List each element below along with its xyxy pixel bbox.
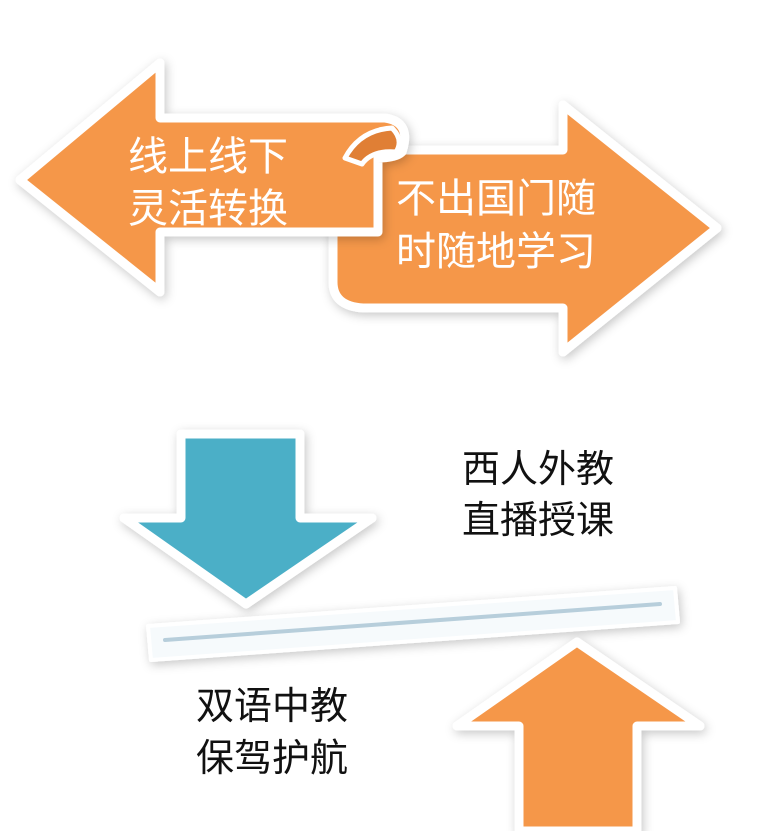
bottom-left-text-line2: 保驾护航 bbox=[196, 736, 348, 780]
left-arrow-text-line1: 线上线下 bbox=[128, 134, 288, 180]
divider-bar bbox=[146, 586, 680, 662]
arrow-up-icon bbox=[452, 637, 705, 831]
top-right-text-line1: 西人外教 bbox=[462, 447, 614, 491]
top-right-text-line2: 直播授课 bbox=[462, 498, 614, 542]
bottom-left-text-line1: 双语中教 bbox=[196, 684, 348, 728]
arrow-left-icon bbox=[15, 58, 410, 297]
right-arrow-text-line2: 时随地学习 bbox=[396, 229, 596, 275]
right-arrow-text-line1: 不出国门随 bbox=[396, 176, 596, 222]
left-arrow-text-line2: 灵活转换 bbox=[128, 186, 288, 232]
arrow-down-icon bbox=[119, 429, 377, 609]
ribbon-curl bbox=[342, 125, 402, 167]
